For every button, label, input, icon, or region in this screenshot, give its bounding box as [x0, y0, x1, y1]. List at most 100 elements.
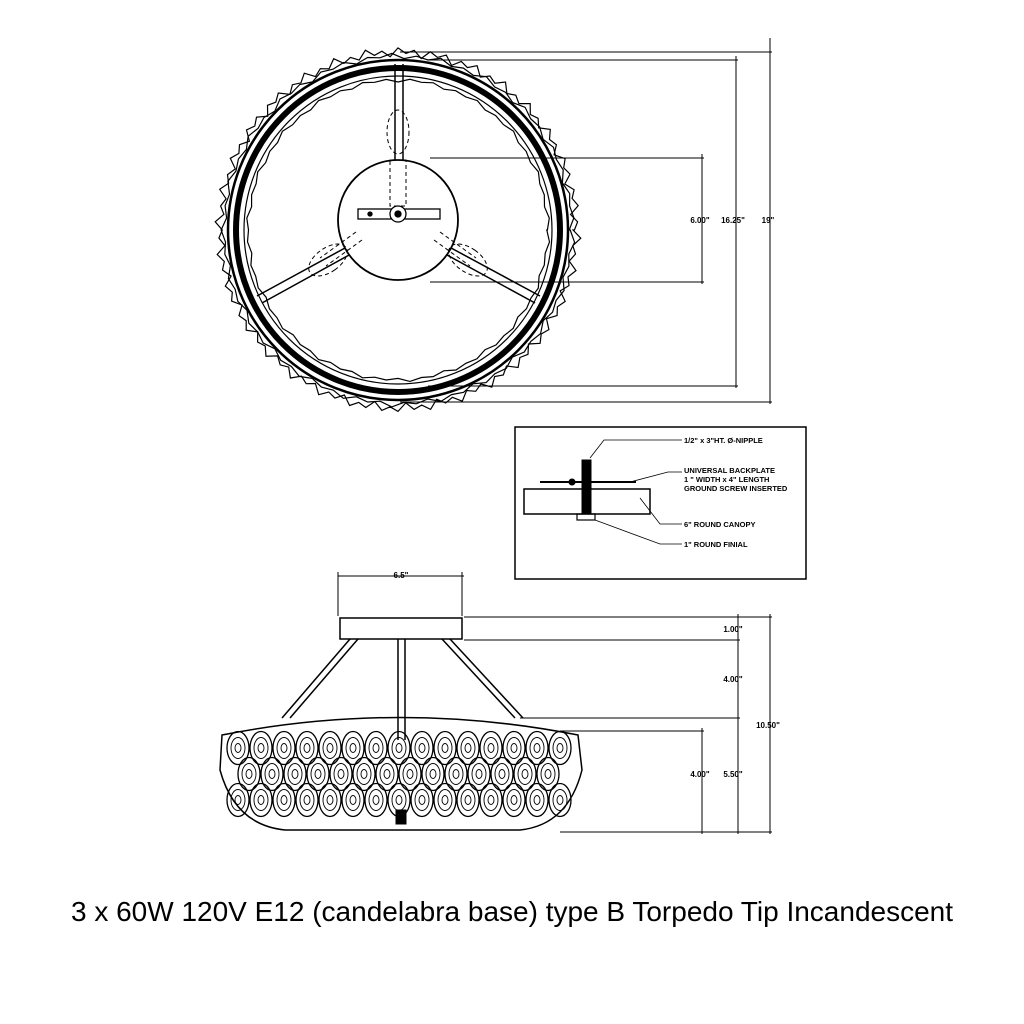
- shade-loop: [253, 737, 269, 759]
- shade-loop: [517, 763, 533, 785]
- shade-loop: [379, 763, 395, 785]
- shade-loop: [322, 789, 338, 811]
- dim-canopy-width: 6.5": [394, 571, 409, 580]
- shade-loop: [433, 730, 457, 766]
- shade-loop: [525, 782, 549, 818]
- shade-loop: [368, 789, 384, 811]
- shade-loop: [464, 795, 472, 805]
- shade-loop: [487, 795, 495, 805]
- backplate: [357, 205, 441, 223]
- shade-loop: [544, 769, 552, 779]
- shade-loop: [295, 782, 319, 818]
- shade-loop: [341, 782, 365, 818]
- shade-loop: [475, 769, 483, 779]
- shade-loop: [502, 782, 526, 818]
- shade-loop: [276, 737, 292, 759]
- side-view-dimensions: [337, 572, 772, 834]
- shade-loop: [356, 763, 372, 785]
- label-backplate-3: GROUND SCREW INSERTED: [684, 484, 788, 493]
- side-finial: [395, 809, 407, 825]
- top-view: [214, 47, 582, 413]
- shade-loop: [556, 743, 564, 753]
- shade-loop: [437, 737, 453, 759]
- shade-loop: [456, 730, 480, 766]
- shade-loop: [368, 737, 384, 759]
- shade-loop: [372, 743, 380, 753]
- shade-loop: [257, 795, 265, 805]
- shade-loop: [418, 795, 426, 805]
- shade-loop: [276, 789, 292, 811]
- shade-loop: [249, 782, 273, 818]
- shade-loop: [437, 789, 453, 811]
- shade-loop: [310, 763, 326, 785]
- side-canopy: [339, 617, 463, 640]
- shade-loop: [464, 743, 472, 753]
- shade-loop: [264, 763, 280, 785]
- shade-loop: [479, 730, 503, 766]
- shade-loop: [460, 789, 476, 811]
- shade-loop: [272, 782, 296, 818]
- shade-loop: [429, 769, 437, 779]
- shade-loop: [533, 743, 541, 753]
- shade-loop: [349, 743, 357, 753]
- shade-loop: [337, 769, 345, 779]
- shade-loop: [372, 795, 380, 805]
- shade-loop: [241, 763, 257, 785]
- shade-loop: [314, 769, 322, 779]
- shade-loop: [483, 737, 499, 759]
- detail-frame: [514, 426, 807, 580]
- shade-ring-inner: [243, 75, 553, 385]
- shade-loop: [506, 737, 522, 759]
- shade-loop: [448, 763, 464, 785]
- dim-arm-drop: 4.00": [723, 675, 743, 684]
- shade-loop: [414, 789, 430, 811]
- shade-loop: [552, 789, 568, 811]
- shade-loop: [230, 789, 246, 811]
- shade-loop: [441, 795, 449, 805]
- shade-loop: [352, 756, 376, 792]
- shade-loop: [253, 789, 269, 811]
- label-backplate-2: 1 " WIDTH x 4" LENGTH: [684, 475, 769, 484]
- shade-loop: [318, 730, 342, 766]
- shade-loop: [479, 782, 503, 818]
- shade-loop: [536, 756, 560, 792]
- shade-loop: [268, 769, 276, 779]
- shade-loop: [333, 763, 349, 785]
- shade-loop: [383, 769, 391, 779]
- shade-loop: [395, 795, 403, 805]
- label-nipple: 1/2" x 3"HT. Ø-NIPPLE: [684, 436, 763, 445]
- shade-ring-outer: [226, 58, 570, 402]
- shade-loop: [364, 782, 388, 818]
- shade-loop: [487, 743, 495, 753]
- side-shade-loops: [226, 730, 572, 818]
- arm-left: [256, 241, 361, 304]
- shade-loop: [540, 763, 556, 785]
- socket-right: [433, 231, 488, 277]
- arm-right: [435, 241, 541, 304]
- shade-loop: [421, 756, 445, 792]
- shade-loop: [506, 789, 522, 811]
- shade-loop: [410, 782, 434, 818]
- shade-loop: [249, 730, 273, 766]
- arm-top: [394, 64, 404, 170]
- shade-loop: [494, 763, 510, 785]
- shade-loop: [552, 737, 568, 759]
- shade-loop: [387, 730, 411, 766]
- shade-loop: [345, 789, 361, 811]
- shade-loop: [498, 769, 506, 779]
- shade-ring: [233, 65, 563, 395]
- crystal-edge-path: [246, 78, 551, 383]
- shade-loop: [318, 782, 342, 818]
- shade-loop: [414, 737, 430, 759]
- shade-loop: [226, 730, 250, 766]
- shade-loop: [326, 795, 334, 805]
- shade-loop: [299, 789, 315, 811]
- shade-loop: [521, 769, 529, 779]
- shade-loop: [345, 737, 361, 759]
- shade-loop: [360, 769, 368, 779]
- crystal-ring-inner: [246, 78, 551, 383]
- side-arms: [281, 638, 524, 740]
- shade-loop: [299, 737, 315, 759]
- shade-loop: [548, 730, 572, 766]
- shade-loop: [471, 763, 487, 785]
